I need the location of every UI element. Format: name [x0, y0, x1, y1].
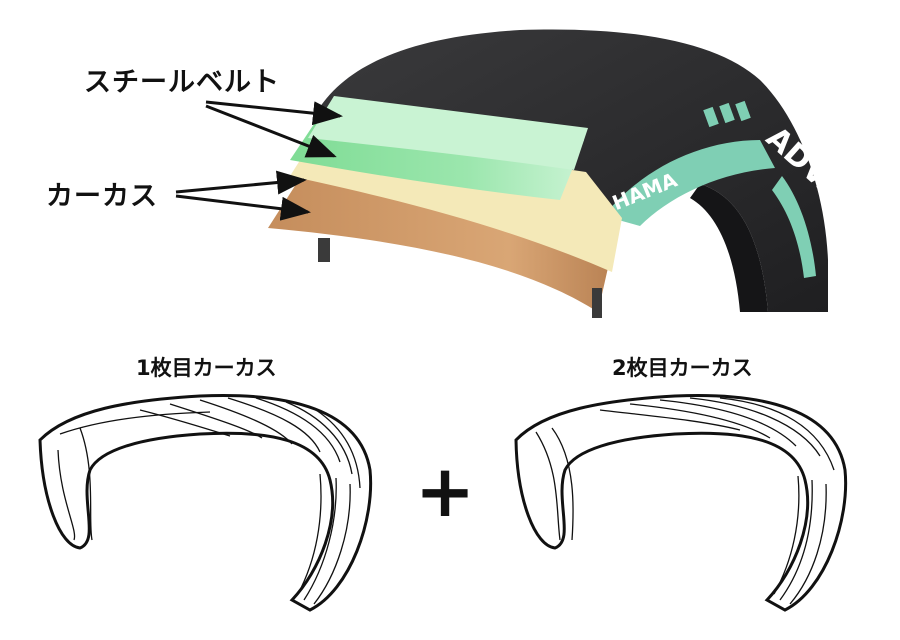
second-carcass-sketch — [514, 393, 848, 612]
second-carcass-label: 2枚目カーカス — [612, 356, 753, 380]
plus-sign: + — [415, 449, 475, 533]
steel-belt-label: スチールベルト — [84, 67, 280, 98]
sidewall-accent-stripe — [604, 140, 775, 226]
first-carcass-sketch — [38, 393, 373, 612]
first-carcass-label: 1枚目カーカス — [136, 356, 277, 380]
bead-stub-left — [318, 238, 330, 262]
bead-stub-right — [592, 288, 602, 318]
arrow-carcass-lower — [175, 194, 311, 221]
arrow-belt-lower — [205, 104, 337, 158]
tire-inner-sidewall — [690, 184, 768, 312]
sidewall-dash-marks — [703, 100, 751, 128]
carcass-label: カーカス — [46, 181, 158, 212]
arrow-belt-upper — [205, 100, 343, 126]
steel-belt-upper — [308, 96, 588, 170]
arrow-carcass-upper — [175, 170, 307, 195]
layer-stack — [268, 96, 622, 318]
sidewall-accent-stripe — [772, 176, 816, 278]
annotation-arrows — [175, 100, 343, 221]
